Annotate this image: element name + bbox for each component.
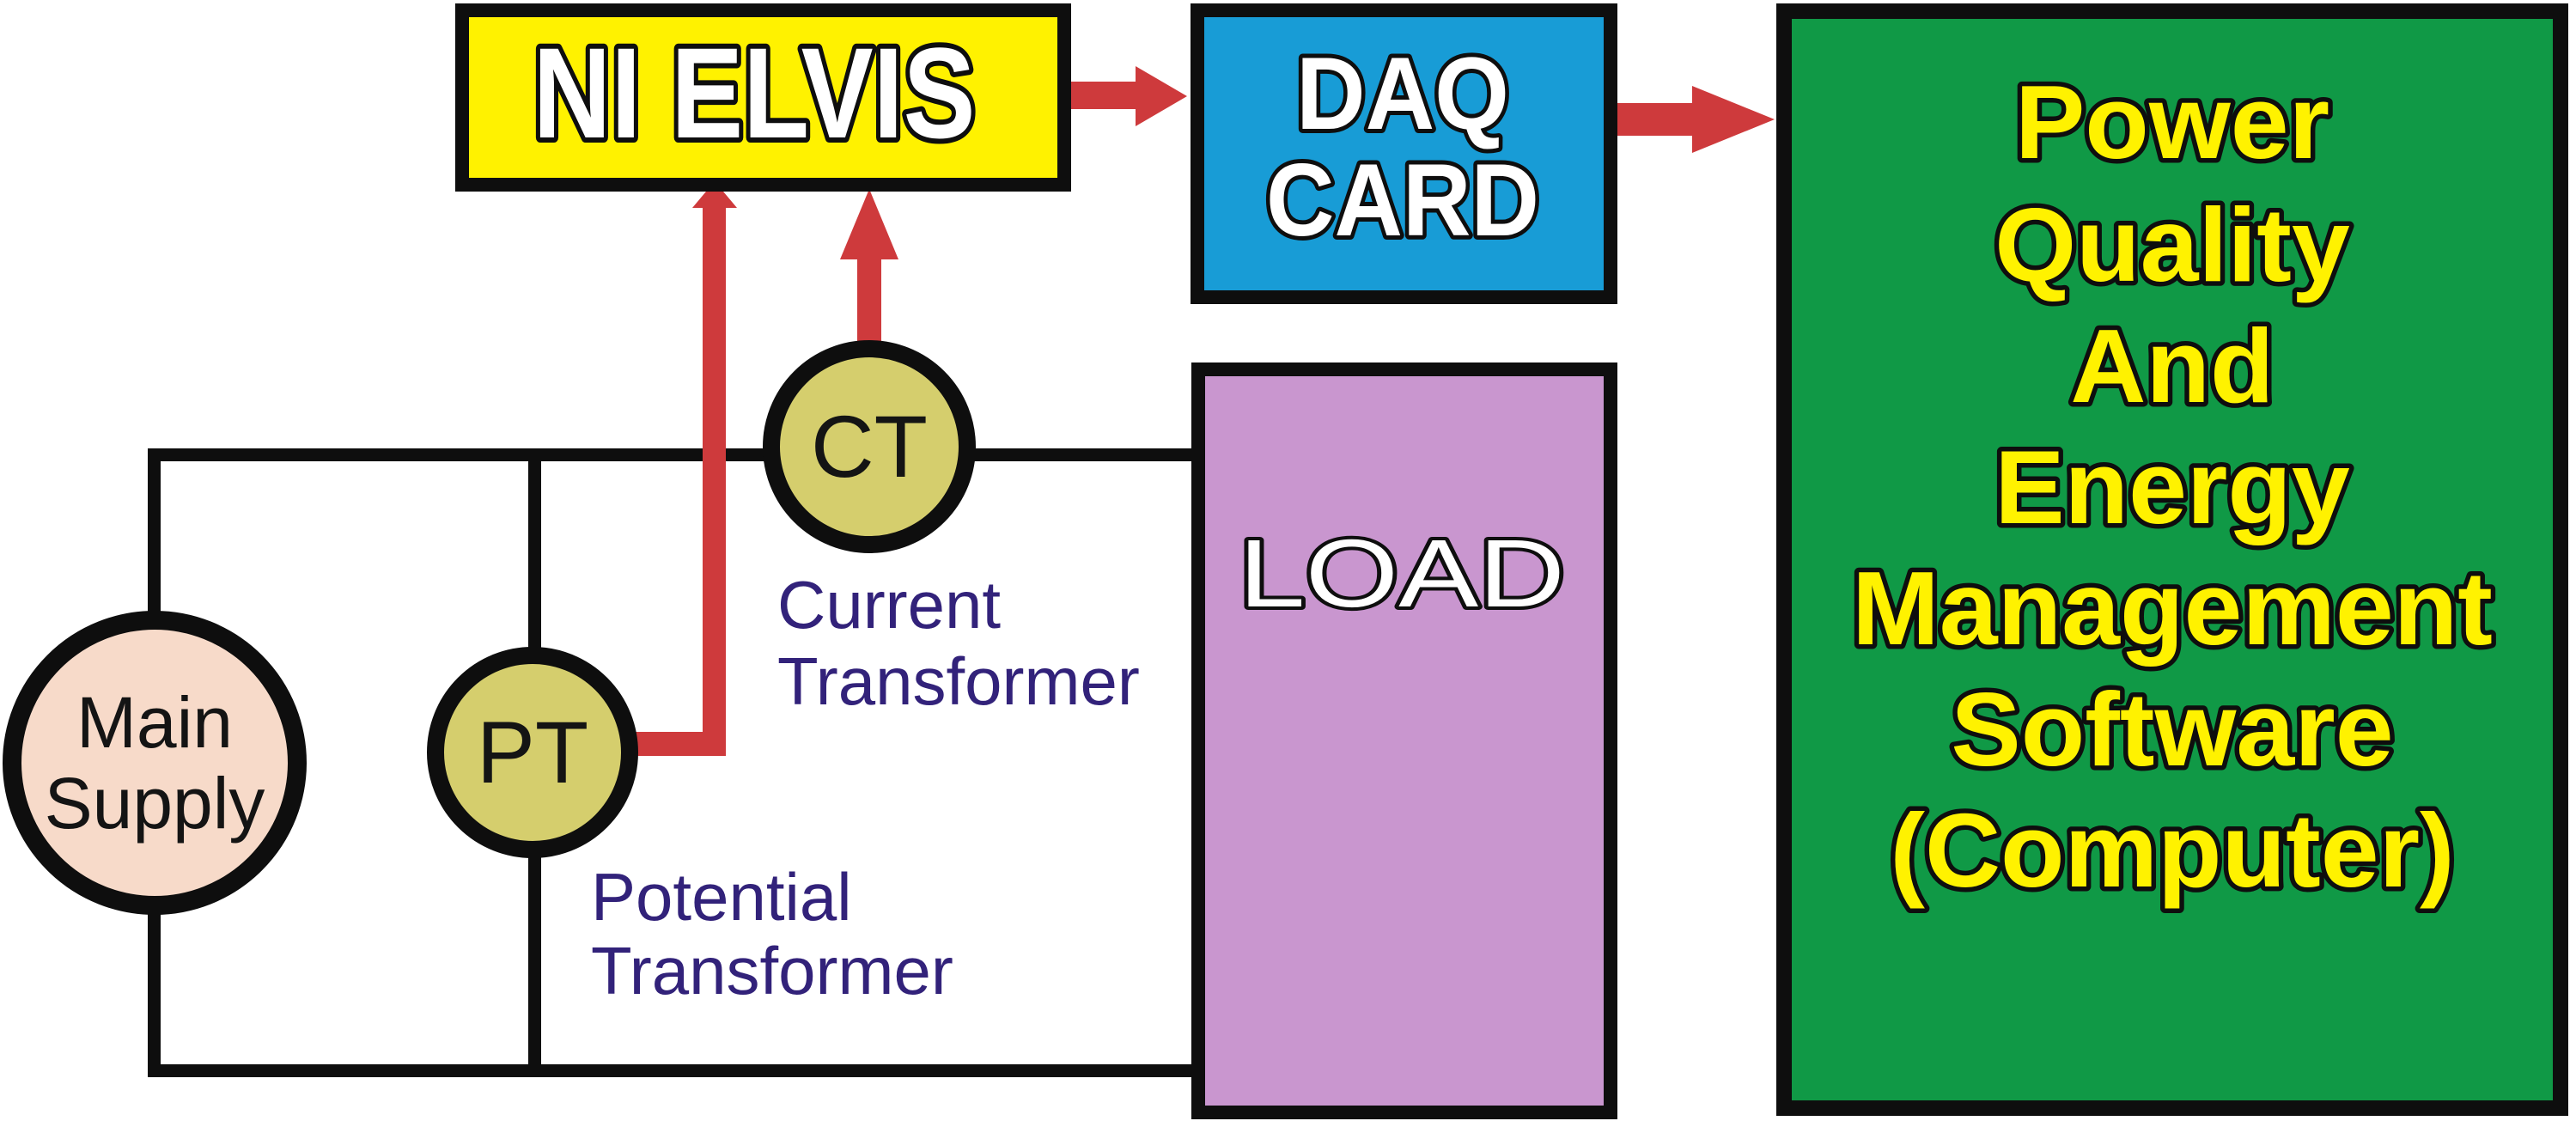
load-box — [1191, 362, 1617, 1119]
main-supply-label-line2: Supply — [44, 763, 265, 844]
pt-label: PT — [476, 704, 589, 801]
software-box — [1776, 3, 2568, 1116]
pt-caption-line2: Transformer — [591, 933, 953, 1008]
arrow-pt-to-elvis — [617, 181, 737, 756]
ct-label: CT — [811, 398, 928, 496]
daq-card-label-line1: DAQ — [1296, 36, 1509, 151]
arrow-ct-to-elvis — [840, 189, 898, 361]
software-line: Software — [1951, 671, 2393, 788]
wire-bottom-bus — [148, 1064, 1203, 1077]
load-label: LOAD — [1239, 520, 1565, 627]
ni-elvis-label: NI ELVIS — [533, 21, 976, 165]
software-line: And — [2070, 308, 2274, 424]
software-line: Power — [2015, 64, 2329, 180]
ct-caption-line2: Transformer — [777, 643, 1140, 719]
software-line: Management — [1852, 550, 2493, 667]
daq-card-box — [1191, 3, 1617, 304]
pt-caption: Potential Transformer — [591, 860, 953, 1008]
software-line: Energy — [1994, 429, 2350, 545]
daq-card-label-line2: CARD — [1266, 143, 1539, 258]
pt-caption-line1: Potential — [591, 859, 852, 935]
arrow-elvis-to-daq — [1071, 66, 1187, 126]
ct-caption: Current Transformer — [777, 567, 1140, 720]
ct-caption-line1: Current — [777, 567, 1002, 643]
software-line: (Computer) — [1890, 792, 2454, 909]
software-line: Quality — [1994, 186, 2350, 303]
ni-elvis-box — [455, 3, 1071, 192]
main-supply-label-line1: Main — [76, 682, 234, 763]
arrow-daq-to-software — [1615, 86, 1775, 153]
